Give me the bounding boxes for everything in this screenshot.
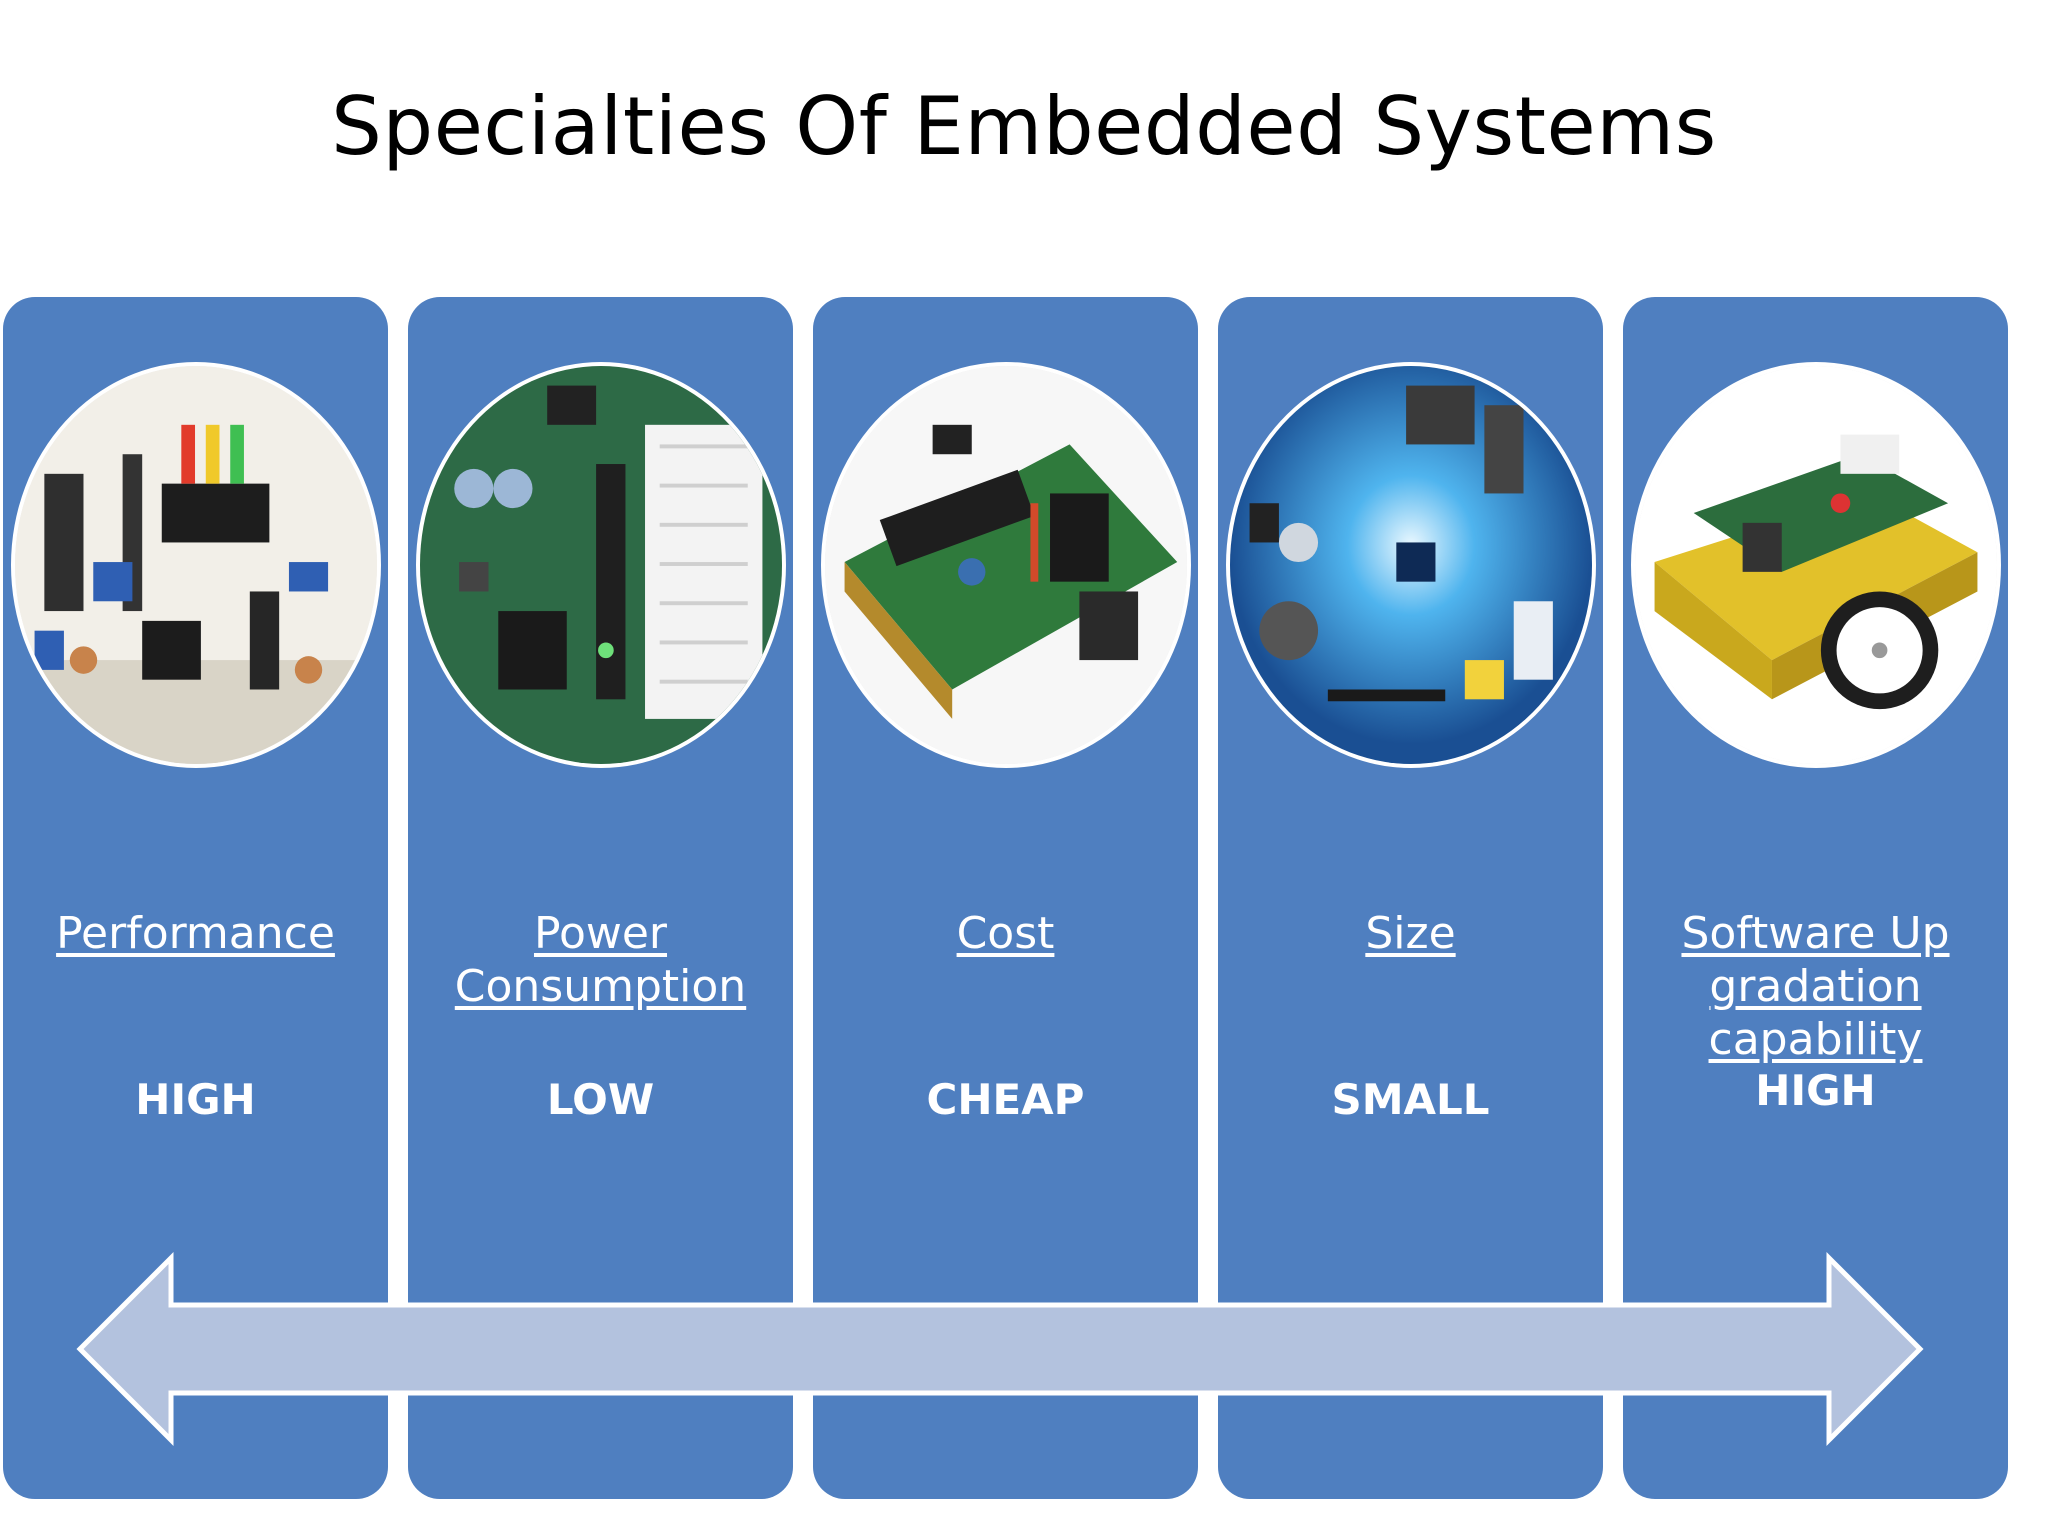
column-cost: Cost CHEAP	[813, 297, 1198, 1499]
column-value: SMALL	[1331, 1075, 1490, 1124]
column-power-consumption: Power Consumption LOW	[408, 297, 793, 1499]
column-value: HIGH	[135, 1075, 256, 1124]
column-label: Power Consumption	[454, 908, 747, 1012]
robot-car-photo	[1631, 362, 2001, 768]
column-size: Size SMALL	[1218, 297, 1603, 1499]
circuit-board-leds-photo	[11, 362, 381, 768]
column-label: Cost	[956, 908, 1055, 959]
slide-title: Specialties Of Embedded Systems	[331, 80, 1717, 173]
column-software-upgradation: Software Up gradation capability HIGH	[1623, 297, 2008, 1499]
column-label: Software Up gradation capability	[1681, 908, 1950, 1065]
column-label: Performance	[56, 908, 335, 959]
column-label: Size	[1365, 908, 1456, 959]
column-value: HIGH	[1755, 1066, 1876, 1115]
column-value: CHEAP	[926, 1075, 1085, 1124]
blue-dev-board-photo	[1226, 362, 1596, 768]
column-value: LOW	[546, 1075, 655, 1124]
microcontroller-pcb-photo	[821, 362, 1191, 768]
column-performance: Performance HIGH	[3, 297, 388, 1499]
breadboard-dev-board-photo	[416, 362, 786, 768]
